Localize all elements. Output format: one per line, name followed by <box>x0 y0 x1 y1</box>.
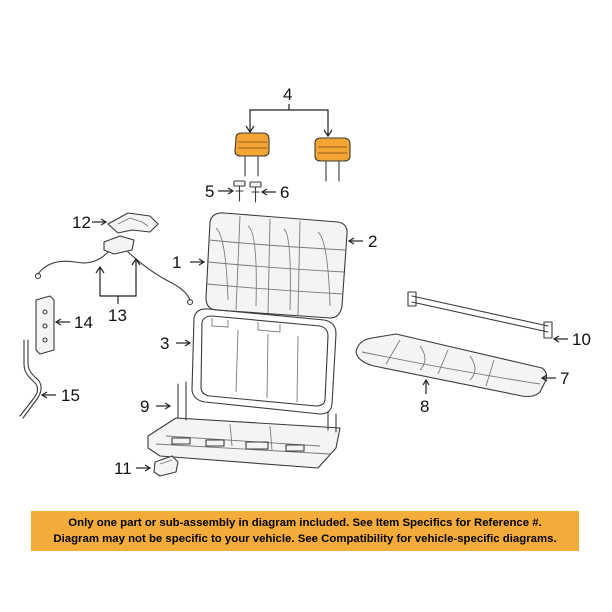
callout-7: 7 <box>560 369 569 388</box>
callout-15: 15 <box>61 386 80 405</box>
callout-9: 9 <box>140 397 149 416</box>
callout-11: 11 <box>114 459 132 478</box>
callout-8: 8 <box>420 397 429 416</box>
seat-cushion <box>355 333 548 398</box>
callout-14: 14 <box>74 313 93 332</box>
callout-10: 10 <box>572 330 591 349</box>
callout-6: 6 <box>280 183 289 202</box>
part-10 <box>407 291 553 339</box>
seat-back-cushion <box>205 212 348 319</box>
part-13-cable <box>34 235 194 306</box>
guide-5 <box>233 180 246 202</box>
part-15 <box>19 339 42 419</box>
seat-back-frame <box>191 308 337 415</box>
disclaimer-banner: Only one part or sub-assembly in diagram… <box>31 511 579 551</box>
headrest-right <box>314 137 351 182</box>
headrest-left <box>234 132 270 177</box>
part-14 <box>35 295 55 355</box>
callout-4: 4 <box>283 85 292 104</box>
callout-1: 1 <box>172 253 181 272</box>
seat-base-frame <box>147 381 341 469</box>
disclaimer-line-2: Diagram may not be specific to your vehi… <box>53 533 557 545</box>
disclaimer-line-1: Only one part or sub-assembly in diagram… <box>68 517 542 529</box>
part-11 <box>153 455 179 477</box>
callout-2: 2 <box>368 232 377 251</box>
part-12 <box>107 212 159 234</box>
callout-3: 3 <box>160 334 169 353</box>
guide-6 <box>249 181 262 203</box>
callout-12: 12 <box>72 213 91 232</box>
callout-5: 5 <box>205 182 214 201</box>
callout-13: 13 <box>108 306 127 325</box>
leader-4 <box>249 109 329 136</box>
